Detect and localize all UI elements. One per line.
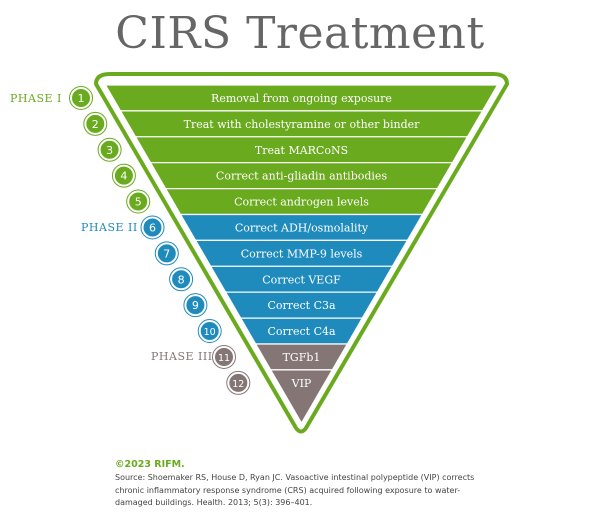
source-citation: Source: Shoemaker RS, House D, Ryan JC. … <box>115 473 475 507</box>
step-badge-ring-12 <box>226 370 251 395</box>
step-text-7: Correct MMP-9 levels <box>241 247 363 260</box>
step-badge-8 <box>170 268 193 291</box>
step-text-9: Correct C3a <box>267 299 336 312</box>
step-text-5: Correct androgen levels <box>234 196 369 209</box>
phase-1-label: PHASE I <box>10 92 62 105</box>
step-number-8: 8 <box>178 273 185 286</box>
page-title: CIRS Treatment <box>115 8 485 59</box>
step-badge-1 <box>70 86 92 109</box>
step-badge-9 <box>184 294 207 317</box>
step-text-2: Treat with cholestyramine or other binde… <box>184 118 421 131</box>
step-badge-ring-2 <box>83 111 108 136</box>
step-badge-4 <box>112 164 135 187</box>
step-badge-ring-1 <box>69 85 93 110</box>
phase-3-label: PHASE III <box>151 350 213 363</box>
step-text-8: Correct VEGF <box>262 273 341 286</box>
step-text-1: Removal from ongoing exposure <box>211 92 392 105</box>
step-number-5: 5 <box>135 196 142 209</box>
step-number-6: 6 <box>149 221 156 234</box>
step-badge-6 <box>141 216 164 239</box>
step-number-3: 3 <box>106 144 113 157</box>
step-number-2: 2 <box>92 118 99 131</box>
step-badge-ring-11 <box>212 344 236 369</box>
step-text-11: TGFb1 <box>283 351 321 364</box>
step-text-6: Correct ADH/osmolality <box>235 221 369 234</box>
step-badge-ring-5 <box>126 189 151 214</box>
step-badge-ring-3 <box>97 137 122 162</box>
step-badge-10 <box>198 320 221 343</box>
step-text-12: VIP <box>291 377 312 390</box>
step-badge-ring-9 <box>183 293 208 318</box>
step-text-10: Correct C4a <box>267 325 336 338</box>
step-number-4: 4 <box>120 170 127 183</box>
step-number-10: 10 <box>204 327 216 338</box>
copyright-credit: ©2023 RIFM. <box>115 459 185 470</box>
step-badge-11 <box>213 345 235 368</box>
step-number-1: 1 <box>78 92 85 105</box>
funnel-band-12 <box>269 369 334 425</box>
step-badge-12 <box>227 371 250 394</box>
step-badge-ring-8 <box>169 267 194 292</box>
step-text-4: Correct anti-gliadin antibodies <box>216 170 388 183</box>
step-badge-7 <box>155 242 178 265</box>
step-number-9: 9 <box>192 299 199 312</box>
step-badge-5 <box>127 190 150 213</box>
step-number-7: 7 <box>163 247 170 260</box>
step-text-3: Treat MARCoNS <box>255 144 348 157</box>
step-badge-3 <box>98 138 121 161</box>
step-badge-ring-7 <box>154 241 179 266</box>
step-badge-ring-6 <box>140 215 165 240</box>
step-number-11: 11 <box>218 353 230 364</box>
step-number-12: 12 <box>232 379 244 390</box>
step-badge-ring-10 <box>197 319 222 344</box>
step-badge-2 <box>84 112 107 135</box>
step-badge-ring-4 <box>111 163 136 188</box>
phase-2-label: PHASE II <box>81 221 138 234</box>
